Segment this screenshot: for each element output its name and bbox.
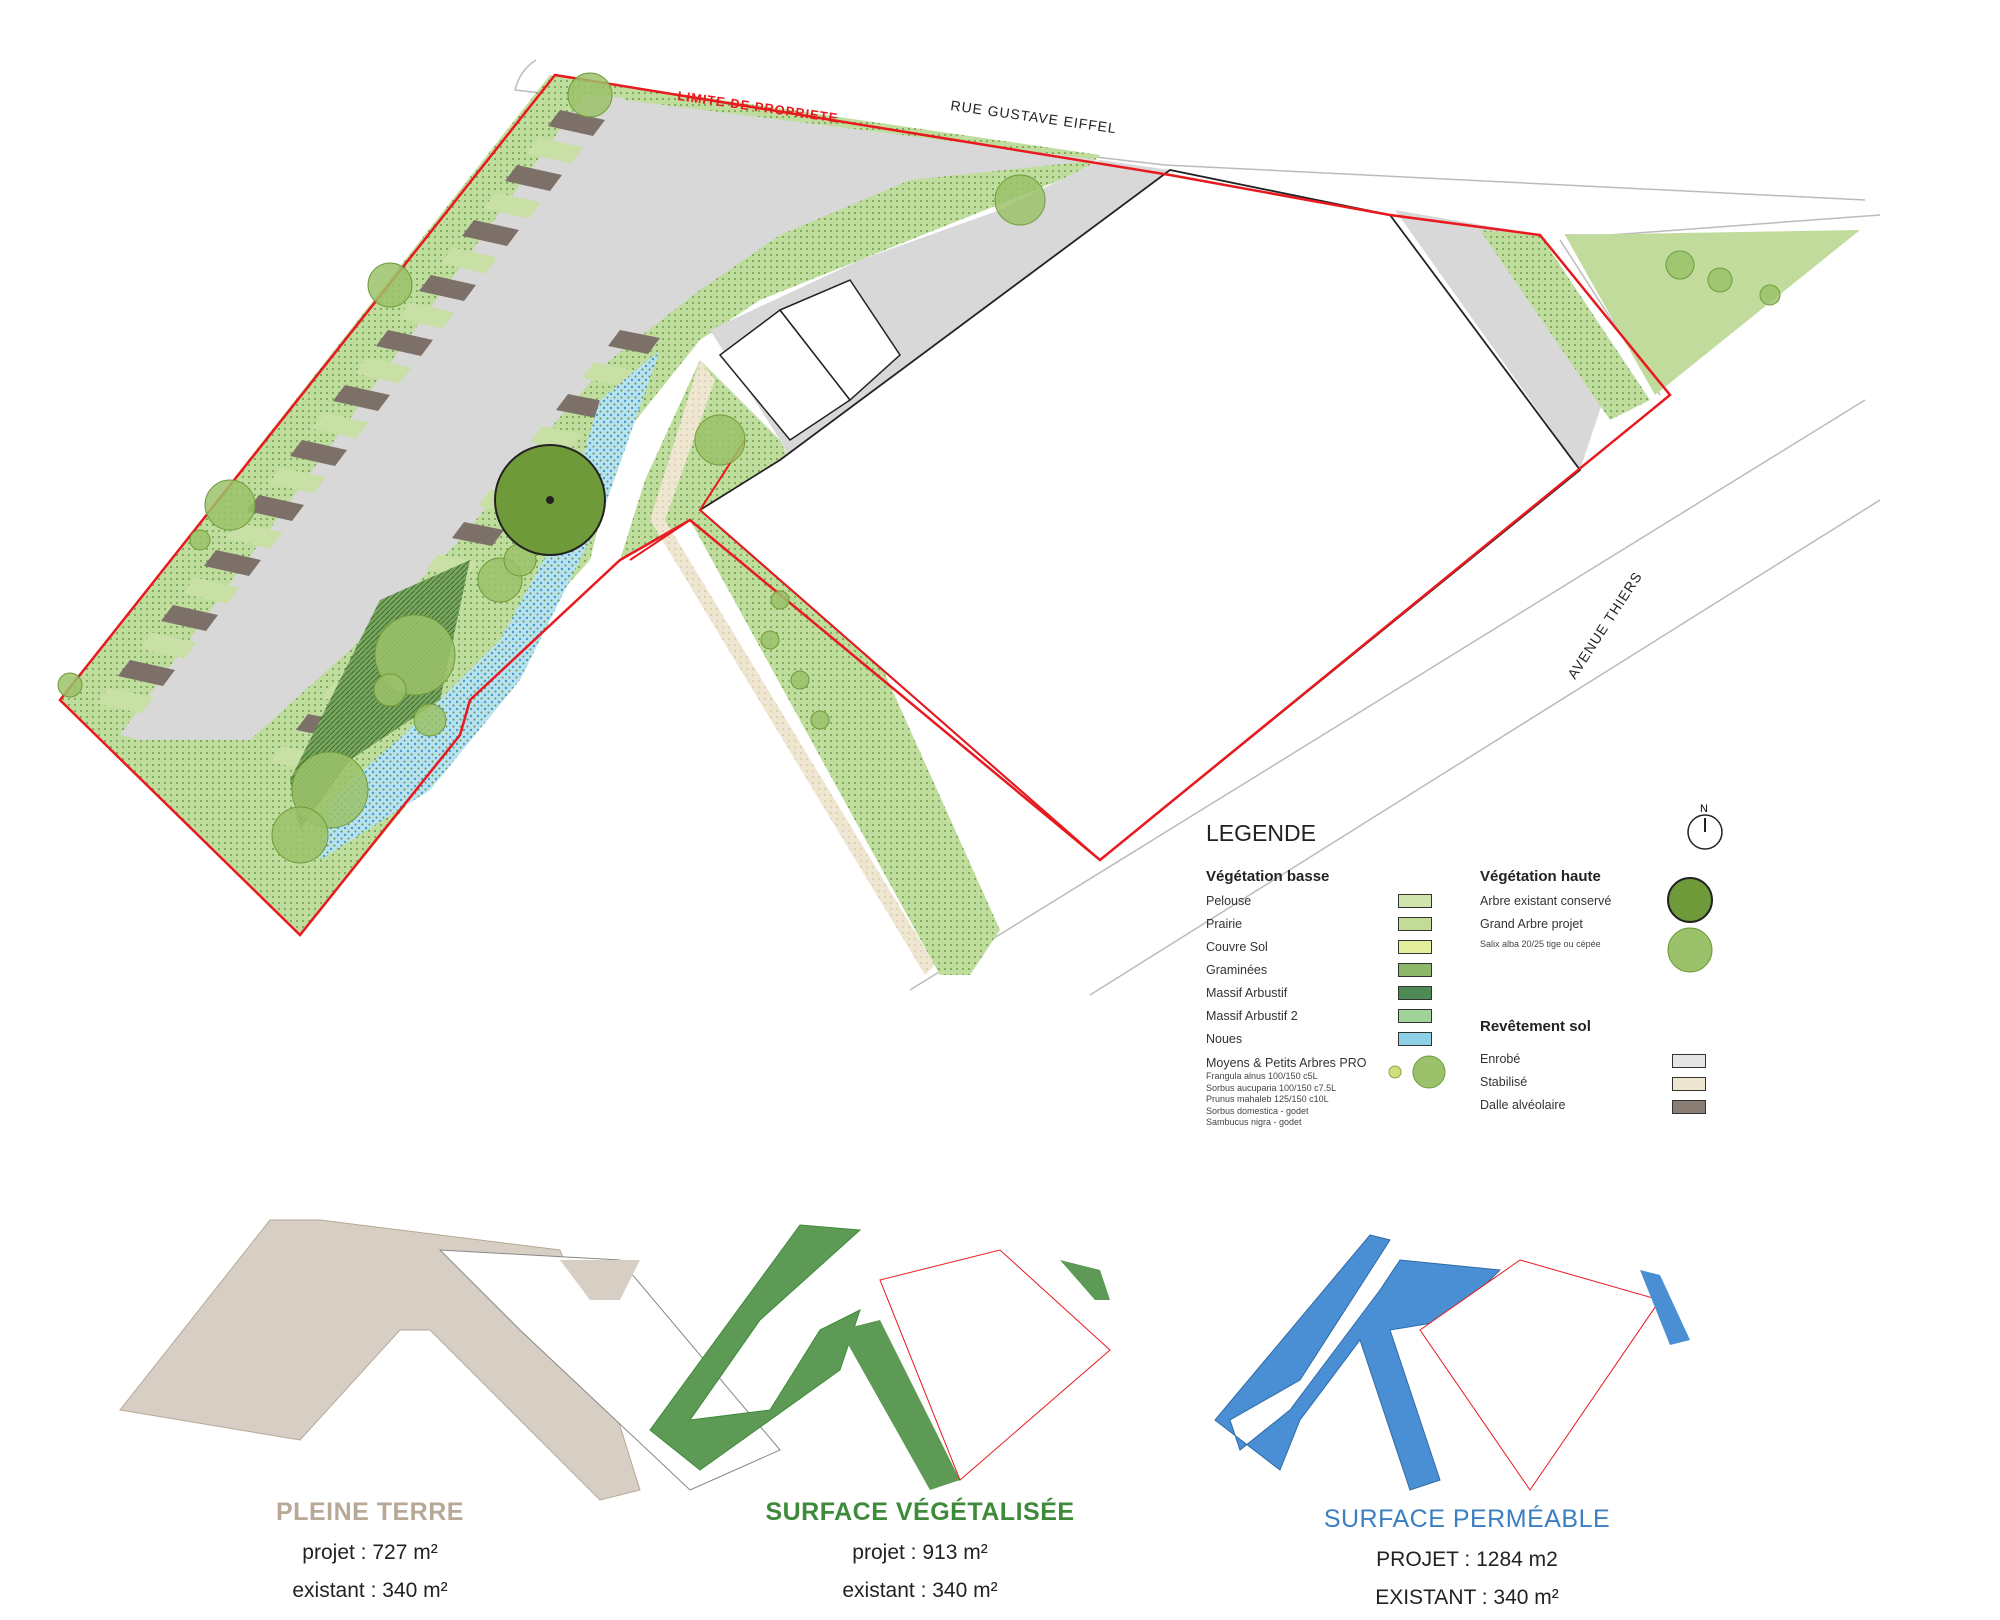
legend-big-tree-note: Salix alba 20/25 tige ou cépée xyxy=(1480,939,1601,949)
legend-item: Grand Arbre projet xyxy=(1480,917,1583,931)
green-corner xyxy=(1565,230,1860,395)
legend-low-veg-heading: Végétation basse xyxy=(1206,868,1330,885)
parking-stall xyxy=(354,357,412,384)
tree xyxy=(271,806,329,864)
tree xyxy=(373,673,407,707)
parking-stall xyxy=(505,165,562,191)
parking-stall xyxy=(311,412,369,439)
swatch-asphalt xyxy=(1672,1054,1706,1068)
swatch-grasses xyxy=(1398,963,1432,977)
parking-stall xyxy=(204,550,261,576)
street-edge-east xyxy=(909,399,1866,991)
tree xyxy=(189,529,211,551)
small-tree-icon xyxy=(1388,1055,1446,1089)
legend-item: Prairie xyxy=(1206,917,1243,931)
tree xyxy=(810,710,830,730)
legend-item: Couvre Sol xyxy=(1206,940,1268,954)
summary-surface-vegetalisee: SURFACE VÉGÉTALISÉE projet : 913 m² exis… xyxy=(690,1498,1150,1603)
legend-item: Noues xyxy=(1206,1032,1243,1046)
parking-stall xyxy=(376,330,433,356)
parking-stall xyxy=(96,687,154,714)
swatch-paver xyxy=(1672,1100,1706,1114)
swatch-meadow xyxy=(1398,917,1432,931)
legend-high-veg-heading: Végétation haute xyxy=(1480,868,1601,885)
parking-stall xyxy=(530,426,582,450)
summary-existing: existant : 340 m² xyxy=(842,1579,998,1602)
swatch-lawn xyxy=(1398,894,1432,908)
parking-stall xyxy=(582,362,634,386)
legend-species: Frangula alnus 100/150 c5L Sorbus aucupa… xyxy=(1206,1071,1337,1127)
street-label-east: AVENUE THIERS xyxy=(1564,568,1645,681)
parking-stall xyxy=(462,220,519,246)
street-label-north: RUE GUSTAVE EIFFEL xyxy=(950,97,1118,136)
tree xyxy=(770,590,790,610)
legend-item: Arbre existant conservé xyxy=(1480,894,1612,908)
parking-stall xyxy=(161,605,218,631)
swatch-swale xyxy=(1398,1032,1432,1046)
summary-title: PLEINE TERRE xyxy=(276,1498,464,1526)
summary-existing: EXISTANT : 340 m² xyxy=(1375,1586,1559,1609)
legend-title: LEGENDE xyxy=(1206,820,1316,846)
legend-surface-heading: Revêtement sol xyxy=(1480,1018,1591,1035)
tree xyxy=(567,72,613,118)
tree xyxy=(57,672,83,698)
parking-stall xyxy=(556,394,608,418)
summary-pleine-terre: PLEINE TERRE projet : 727 m² existant : … xyxy=(140,1498,600,1603)
summary-surface-permeable: SURFACE PERMÉABLE PROJET : 1284 m2 EXIST… xyxy=(1237,1505,1697,1610)
legend-item: Enrobé xyxy=(1480,1052,1521,1066)
legend-item: Pelouse xyxy=(1206,894,1252,908)
parking-stall xyxy=(139,632,197,659)
tree xyxy=(1759,284,1781,306)
swatch-ground-cover xyxy=(1398,940,1432,954)
parking-stall xyxy=(526,137,584,164)
legend-item: Massif Arbustif xyxy=(1206,986,1288,1000)
parking-stall xyxy=(419,275,476,301)
parking-stall xyxy=(225,522,283,549)
tree xyxy=(1707,267,1733,293)
summary-project: projet : 913 m² xyxy=(852,1541,988,1564)
north-label: N xyxy=(1700,803,1708,815)
summary-title: SURFACE VÉGÉTALISÉE xyxy=(765,1498,1075,1526)
summary-title: SURFACE PERMÉABLE xyxy=(1323,1505,1611,1533)
thumbnail-surface-vegetalisee xyxy=(649,1224,1111,1490)
legend-item: Dalle alvéolaire xyxy=(1480,1098,1566,1112)
tree xyxy=(694,414,746,466)
summary-existing: existant : 340 m² xyxy=(292,1579,448,1602)
legend-item: Massif Arbustif 2 xyxy=(1206,1009,1298,1023)
parking-stall xyxy=(440,247,498,274)
parking-stall xyxy=(397,302,455,329)
parking-stall xyxy=(268,467,326,494)
summary-project: PROJET : 1284 m2 xyxy=(1376,1548,1558,1571)
parking-stall xyxy=(483,192,541,219)
swatch-shrub xyxy=(1398,986,1432,1000)
asphalt-lane xyxy=(140,95,1100,740)
parking-stall xyxy=(247,495,304,521)
tree xyxy=(367,262,413,308)
tree xyxy=(790,670,810,690)
parking-stall xyxy=(290,440,347,466)
tree xyxy=(204,479,256,531)
swatch-stabilise xyxy=(1672,1077,1706,1091)
tree-icon xyxy=(1667,877,1713,973)
tree xyxy=(413,703,447,737)
parking-stall xyxy=(333,385,390,411)
tree xyxy=(1665,250,1695,280)
parking-stall xyxy=(452,522,504,546)
trees xyxy=(57,72,1781,864)
street-edge-north xyxy=(514,59,1866,201)
swatch-shrub-2 xyxy=(1398,1009,1432,1023)
legend-item: Stabilisé xyxy=(1480,1075,1528,1089)
parking-stall xyxy=(182,577,240,604)
summary-project: projet : 727 m² xyxy=(302,1541,438,1564)
parking-stall xyxy=(118,660,175,686)
legend-item: Moyens & Petits Arbres PRO xyxy=(1206,1056,1367,1070)
thumbnail-surface-permeable xyxy=(1214,1234,1690,1491)
legend-item: Graminées xyxy=(1206,963,1268,977)
thumbnail-pleine-terre xyxy=(119,1219,781,1501)
parking-stall xyxy=(548,110,605,136)
tree xyxy=(994,174,1046,226)
tree xyxy=(760,630,780,650)
parking-stall xyxy=(608,330,660,354)
